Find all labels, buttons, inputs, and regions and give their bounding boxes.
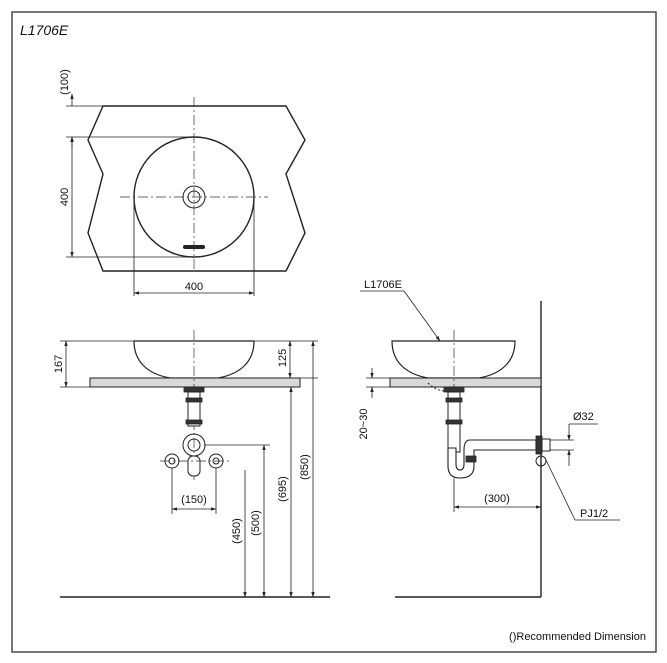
pipe-ring-2 [185,419,203,425]
basin-side [391,340,516,379]
dim-label-167: 167 [53,355,65,373]
dim-label-150: (150) [181,494,207,506]
trap-nut [465,455,477,463]
side-pipe-ring-1 [445,397,463,403]
dim-label-850: (850) [299,454,311,480]
dim-label-500: (500) [250,510,262,536]
dim-label-125: 125 [277,349,289,367]
dim-label-450: (450) [231,518,243,544]
model-leader-arrow [403,290,441,342]
dim-label-20-30: 20~30 [358,409,370,440]
side-pipe-ring-2 [445,419,463,425]
drain-nut [183,386,205,393]
countertop-outline [87,105,306,272]
dim-label-300: (300) [484,493,510,505]
pj-leader [545,459,576,521]
top-view: (100) 400 400 [59,69,306,296]
recommended-note: ()Recommended Dimension [509,631,646,643]
pipe-ring-1 [185,397,203,403]
drawing-frame [11,11,657,653]
model-title: L1706E [20,22,69,38]
trap-front-inner [187,438,201,452]
thread-label: PJ1/2 [580,508,608,520]
dim-label-400-width: 400 [185,281,203,293]
dim-label-32: Ø32 [573,411,594,423]
side-model-label: L1706E [364,279,402,291]
countertop-front [89,377,301,388]
wall-fitting [541,438,551,452]
p-trap [447,439,537,479]
dim-label-400-depth: 400 [59,188,71,206]
dim-label-695: (695) [277,476,289,502]
wall-flange [535,435,543,455]
side-view: L1706E 20~30 Ø32 (300) PJ1/2 [358,279,620,598]
dim-label-100: (100) [59,69,71,95]
side-drain-nut [443,386,465,393]
countertop-side [389,377,542,388]
front-view: 167 125 (150) (450) (500) (695) (850) [53,330,330,598]
trap-front-lower [187,455,201,477]
